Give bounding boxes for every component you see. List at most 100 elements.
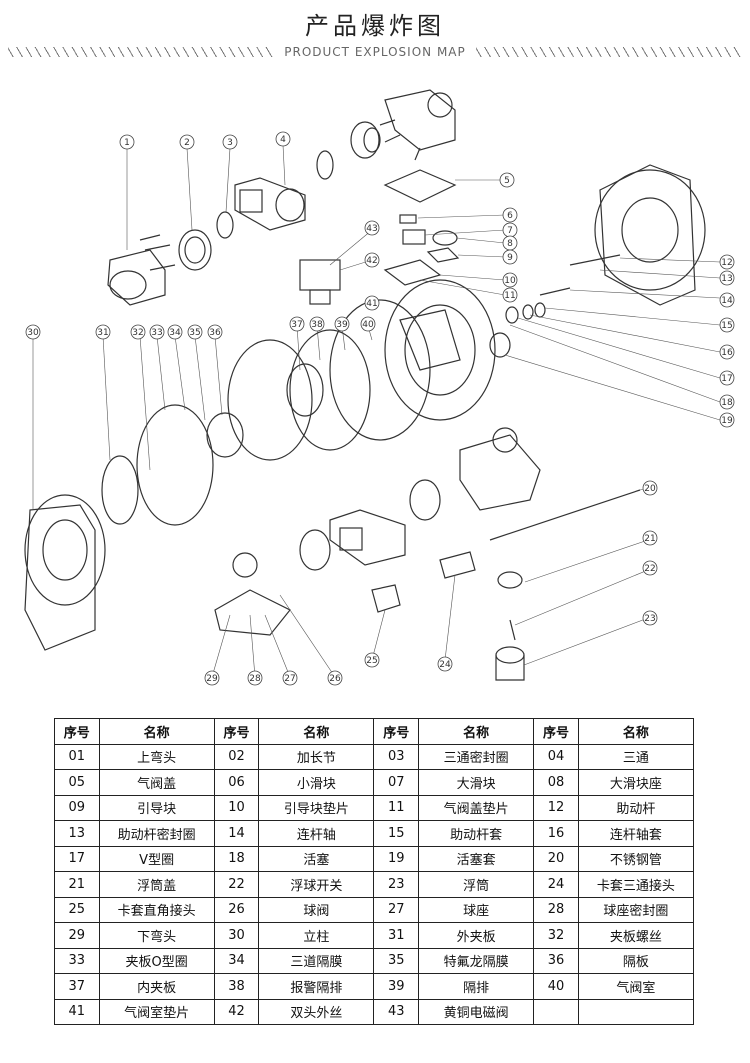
part-name-cell: 连杆轴	[258, 820, 375, 847]
part-name-cell: 助动杆密封圈	[98, 820, 215, 847]
header-no: 序号	[213, 718, 260, 745]
callout-markers: 1 2 3 4 5 6 7 8 9 10 11 12 13 14 15 16 1…	[25, 131, 735, 686]
part-name-cell: V型圈	[98, 845, 215, 872]
header-name: 名称	[577, 718, 695, 745]
part-name-cell: 特氟龙隔膜	[417, 947, 535, 974]
hatch-decoration-left	[8, 47, 275, 57]
part-name-cell: 浮球开关	[258, 871, 375, 898]
svg-text:20: 20	[644, 484, 656, 494]
page-subtitle: PRODUCT EXPLOSION MAP	[284, 45, 466, 59]
part-left-column-drawing	[24, 494, 106, 651]
part-upper-elbow-drawing	[379, 89, 456, 161]
callout-41: 41	[364, 295, 380, 311]
svg-text:19: 19	[721, 416, 733, 426]
part-number-cell: 40	[533, 973, 579, 1000]
part-number-cell: 19	[373, 845, 419, 872]
callout-28: 28	[247, 670, 263, 686]
part-name-cell: 大滑块座	[577, 769, 695, 796]
part-air-valve-chamber-drawing	[384, 279, 496, 421]
part-number-cell: 38	[213, 973, 260, 1000]
hatch-decoration-right	[475, 47, 742, 57]
header-name: 名称	[417, 718, 535, 745]
part-number-cell: 39	[373, 973, 419, 1000]
svg-text:15: 15	[721, 321, 732, 331]
svg-text:37: 37	[291, 320, 302, 330]
svg-text:25: 25	[366, 656, 377, 666]
part-right-column-drawing	[594, 164, 706, 306]
part-solenoid-valve-drawing	[299, 259, 341, 305]
part-diaphragm-stack-drawing	[101, 299, 431, 526]
callout-33: 33	[149, 324, 165, 340]
part-name-cell: 活塞	[258, 845, 375, 872]
part-valve-cover-drawing	[383, 169, 457, 203]
svg-text:31: 31	[97, 328, 108, 338]
part-name-cell: 夹板螺丝	[577, 922, 695, 949]
part-number-cell: 22	[213, 871, 260, 898]
svg-text:23: 23	[644, 614, 655, 624]
part-tee-drawing	[234, 177, 306, 231]
svg-text:40: 40	[362, 320, 374, 330]
part-name-cell: 双头外丝	[258, 998, 375, 1025]
callout-17: 17	[719, 370, 735, 386]
svg-text:42: 42	[366, 256, 377, 266]
part-name-cell: 三通密封圈	[417, 743, 535, 770]
part-number-cell: 28	[533, 896, 579, 923]
part-assist-rod-drawing	[569, 254, 621, 266]
svg-text:28: 28	[249, 674, 261, 684]
svg-text:27: 27	[284, 674, 295, 684]
callout-27: 27	[282, 670, 298, 686]
part-name-cell: 气阀盖	[98, 769, 215, 796]
callout-13: 13	[719, 270, 735, 286]
part-number-cell: 36	[533, 947, 579, 974]
callout-12: 12	[719, 254, 735, 270]
part-name-cell: 三道隔膜	[258, 947, 375, 974]
part-number-cell: 04	[533, 743, 579, 770]
header-no: 序号	[54, 718, 100, 745]
part-small-slider-drawing	[399, 214, 417, 224]
part-name-cell: 黄铜电磁阀	[417, 998, 535, 1025]
svg-text:6: 6	[507, 211, 513, 221]
header-no: 序号	[373, 718, 419, 745]
callout-36: 36	[207, 324, 223, 340]
part-number-cell: 43	[373, 998, 419, 1025]
part-left-upper-elbow-drawing	[107, 234, 176, 306]
part-piston-sleeve-drawing	[489, 332, 511, 358]
callout-20: 20	[642, 480, 658, 496]
header-name: 名称	[258, 718, 375, 745]
part-name-cell: 助动杆	[577, 794, 695, 821]
svg-text:36: 36	[209, 328, 221, 338]
subtitle-bar: PRODUCT EXPLOSION MAP	[8, 44, 742, 60]
svg-text:32: 32	[132, 328, 143, 338]
callout-3: 3	[222, 134, 238, 150]
part-number-cell: 35	[373, 947, 419, 974]
page-title: 产品爆炸图	[305, 12, 445, 40]
part-lower-ring-drawing	[409, 479, 441, 521]
callout-9: 9	[502, 249, 518, 265]
part-name-cell: 外夹板	[417, 922, 535, 949]
callout-8: 8	[502, 235, 518, 251]
part-name-cell: 报警隔排	[258, 973, 375, 1000]
part-extension-ring-drawing	[178, 229, 212, 271]
part-number-cell: 11	[373, 794, 419, 821]
callout-38: 38	[309, 316, 325, 332]
svg-text:33: 33	[151, 328, 162, 338]
part-number-cell: 21	[54, 871, 100, 898]
callout-31: 31	[95, 324, 111, 340]
part-number-cell: 08	[533, 769, 579, 796]
part-float-switch-drawing	[509, 619, 516, 641]
part-name-cell: 三通	[577, 743, 695, 770]
callout-23: 23	[642, 610, 658, 626]
part-number-cell: 27	[373, 896, 419, 923]
svg-text:39: 39	[336, 320, 348, 330]
callout-16: 16	[719, 344, 735, 360]
callout-39: 39	[334, 316, 350, 332]
callout-11: 11	[502, 287, 518, 303]
part-float-cover-drawing	[497, 571, 523, 589]
callout-14: 14	[719, 292, 735, 308]
